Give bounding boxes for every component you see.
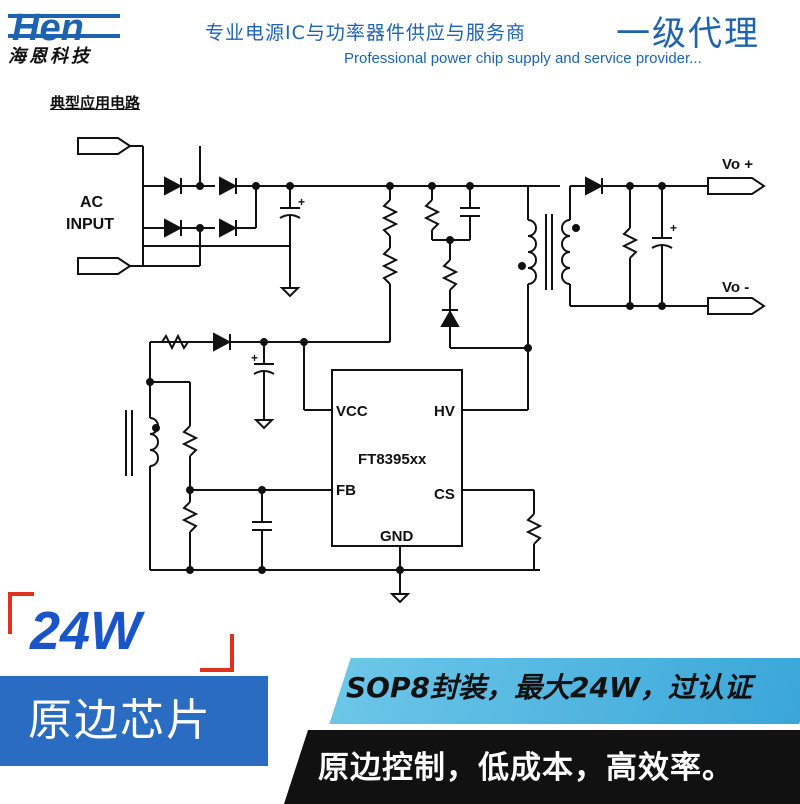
pin-vcc-label: VCC (336, 403, 368, 420)
ac-connector-bottom (77, 257, 143, 275)
vo-minus-label: Vo - (722, 279, 749, 296)
output-cap-polarity: + (670, 221, 677, 235)
bridge-rectifier (142, 146, 290, 267)
startup-resistor (150, 186, 399, 343)
feature-2-text: 原边控制，低成本，高效率。 (318, 750, 734, 786)
rcd-snubber (423, 186, 532, 352)
logo-text: Hen (12, 7, 84, 46)
ac-label-line1: AC (80, 194, 104, 211)
power-bracket-top-left (8, 592, 34, 634)
pin-cs-label: CS (434, 486, 455, 503)
ac-label-line2: INPUT (66, 216, 114, 233)
fb-divider (181, 382, 332, 570)
bulk-capacitor: + (279, 186, 305, 298)
bulk-cap-polarity: + (298, 195, 305, 209)
pin-gnd-label: GND (380, 528, 414, 545)
aux-supply: + (149, 332, 332, 430)
pin-hv-label: HV (434, 403, 455, 420)
pin-fb-label: FB (336, 482, 356, 499)
tagline-en: Professional power chip supply and servi… (344, 50, 702, 67)
tagline-cn: 专业电源IC与功率器件供应与服务商 (205, 22, 526, 44)
controller-ic: VCC HV FT8395xx FB CS GND (331, 369, 463, 570)
chip-name-label: FT8395xx (358, 451, 427, 468)
power-bracket-bottom-right (200, 634, 234, 672)
logo-cn-name: 海恩科技 (8, 46, 92, 67)
feature-1-text: SOP8封装，最大24W，过认证 (346, 671, 752, 704)
power-rating: 24W (30, 601, 142, 661)
section-title: 典型应用电路 (50, 94, 141, 112)
chip-type-label: 原边芯片 (0, 676, 268, 766)
vo-plus-label: Vo + (722, 156, 753, 173)
tagline-level: 一级代理 (616, 14, 760, 54)
circuit-schematic: AC INPUT + (66, 137, 766, 604)
vo-plus-connector: Vo + (707, 156, 766, 195)
aux-cap-polarity: + (251, 351, 258, 365)
cs-resistor (462, 489, 543, 570)
aux-winding (125, 378, 190, 570)
output-stage: + (570, 176, 708, 310)
ac-connector-top (77, 137, 143, 155)
company-logo: Hen (8, 7, 120, 46)
vo-minus-connector: Vo - (707, 279, 766, 315)
